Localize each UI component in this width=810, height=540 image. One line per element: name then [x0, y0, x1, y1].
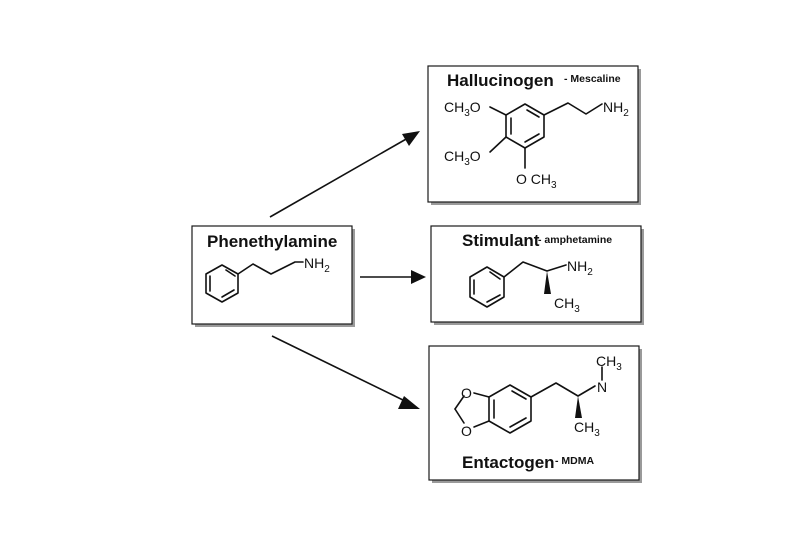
entactogen-subtitle: - MDMA: [555, 455, 594, 467]
mdma-methyl-label: CH3: [574, 419, 600, 439]
amphetamine-amine-label: NH2: [567, 258, 593, 278]
arrow-to-stimulant: [360, 270, 426, 284]
stimulant-subtitle: - amphetamine: [538, 234, 612, 246]
amphetamine-structure: NH2 CH3: [469, 258, 593, 315]
phenethylamine-title: Phenethylamine: [207, 232, 337, 251]
phenethylamine-panel: Phenethylamine NH2: [191, 225, 355, 327]
mdma-structure: O O N CH3 CH3: [454, 353, 622, 439]
hallucinogen-title: Hallucinogen: [447, 71, 554, 90]
phenethylamine-amine-label: NH2: [304, 255, 330, 275]
entactogen-panel: Entactogen - MDMA O O N CH3 CH3: [428, 345, 642, 483]
mescaline-methoxy-3: O CH3: [516, 171, 557, 191]
stimulant-panel: Stimulant - amphetamine NH2 CH3: [430, 225, 644, 325]
arrow-to-entactogen: [271, 335, 420, 409]
mdma-oxygen-bottom: O: [461, 423, 472, 439]
mdma-oxygen-top: O: [461, 385, 472, 401]
amphetamine-methyl-label: CH3: [554, 295, 580, 315]
hallucinogen-subtitle: - Mescaline: [564, 73, 621, 85]
hallucinogen-panel: Hallucinogen - Mescaline NH2 CH3O CH3O O…: [427, 65, 641, 205]
mescaline-methoxy-2: CH3O: [444, 148, 481, 168]
arrow-to-hallucinogen: [269, 131, 420, 218]
mdma-n-methyl-label: CH3: [596, 353, 622, 373]
mdma-nitrogen-label: N: [597, 379, 607, 395]
mescaline-methoxy-1: CH3O: [444, 99, 481, 119]
phenethylamine-structure: NH2: [205, 255, 330, 303]
stimulant-title: Stimulant: [462, 231, 540, 250]
mescaline-structure: NH2 CH3O CH3O O CH3: [444, 99, 629, 191]
entactogen-title: Entactogen: [462, 453, 555, 472]
mescaline-amine-label: NH2: [603, 99, 629, 119]
